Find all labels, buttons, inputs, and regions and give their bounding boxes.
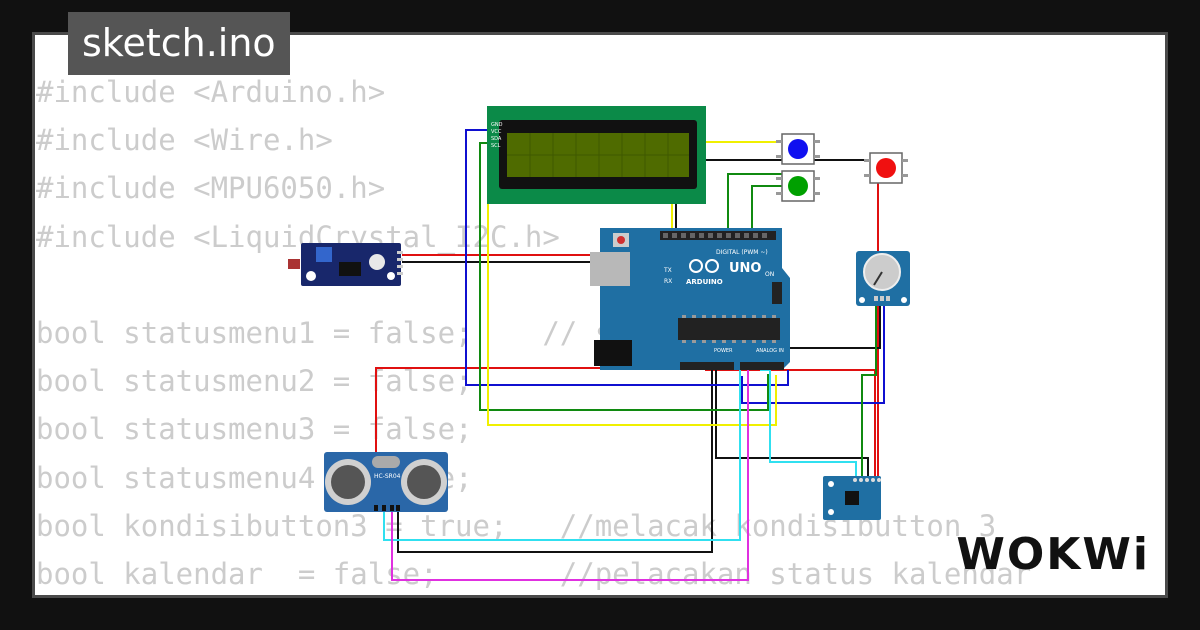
light-sensor-module[interactable] — [288, 243, 403, 286]
on-led-label: ON — [765, 271, 774, 278]
mpu-pins — [853, 478, 881, 482]
code-line: #include <Wire.h> — [36, 123, 333, 158]
wire-green[interactable] — [751, 185, 786, 228]
potentiometer[interactable] — [856, 251, 910, 306]
atmega-chip — [678, 318, 780, 340]
mpu6050-module[interactable] — [823, 476, 881, 520]
arduino-uno-board[interactable]: DIGITAL (PWM ~) UNO ARDUINO ON TX RX POW… — [590, 228, 790, 370]
ultrasonic-pins — [374, 505, 400, 511]
wire-blue[interactable] — [465, 129, 789, 386]
board-maker: ARDUINO — [686, 278, 723, 286]
analog-label: ANALOG IN — [756, 348, 784, 354]
mount-hole — [828, 509, 834, 515]
wire-black[interactable] — [397, 366, 713, 553]
wire-green[interactable] — [861, 300, 877, 478]
lcd-pin-label: VCC — [491, 129, 502, 135]
mount-hole — [901, 297, 907, 303]
ultrasonic-sensor[interactable]: HC-SR04 — [324, 452, 448, 512]
chip-pins — [682, 315, 776, 343]
lcd-pin-label: GND — [491, 122, 503, 128]
digital-header-pins — [663, 233, 767, 238]
ultrasonic-transducer-mesh — [407, 465, 441, 499]
icsp-header — [772, 282, 782, 304]
code-line: bool statusmenu3 = false; — [36, 412, 473, 447]
ldr-sensor — [288, 259, 300, 269]
file-tab[interactable]: sketch.ino — [68, 12, 290, 75]
sensor-lens — [369, 254, 385, 270]
digital-label: DIGITAL (PWM ~) — [716, 249, 768, 256]
wire-black[interactable] — [715, 300, 881, 478]
wire-green[interactable] — [727, 173, 786, 228]
push-button-blue[interactable] — [776, 133, 820, 165]
ultrasonic-label: HC-SR04 — [374, 473, 401, 480]
mpu-chip — [845, 491, 859, 505]
ultrasonic-transducer-mesh — [331, 465, 365, 499]
mount-hole — [828, 481, 834, 487]
push-button-red[interactable] — [864, 152, 908, 184]
mount-hole — [387, 272, 395, 280]
potentiometer-pins — [874, 296, 890, 301]
code-line: #include <Arduino.h> — [36, 75, 386, 109]
crystal-oscillator — [372, 456, 400, 468]
code-line: #include <MPU6050.h> — [36, 171, 386, 206]
mount-hole — [859, 297, 865, 303]
usb-connector — [590, 252, 630, 286]
wire-green[interactable] — [479, 142, 769, 411]
lcd-module[interactable]: GND VCC SDA SCL — [487, 106, 706, 204]
potentiometer-knob-indicator — [873, 271, 883, 286]
power-jack — [594, 340, 632, 366]
comparator-chip — [339, 262, 361, 276]
code-line: bool statusmenu2 = false; — [36, 364, 473, 399]
wokwi-logo: WOKWi — [956, 529, 1150, 580]
arduino-logo-icon — [689, 259, 703, 273]
wire-magenta[interactable] — [391, 360, 749, 581]
tx-led-label: TX — [663, 267, 672, 274]
lcd-pin-label: SDA — [491, 136, 502, 142]
board-brand: UNO — [729, 261, 762, 276]
rx-led-label: RX — [664, 278, 672, 285]
wire-black[interactable] — [402, 159, 865, 263]
power-header[interactable] — [680, 362, 734, 370]
lcd-character-grid — [507, 133, 689, 177]
sensor-header-pins — [397, 251, 403, 275]
trimmer-potentiometer[interactable] — [316, 247, 332, 262]
push-button-green[interactable] — [776, 170, 820, 202]
reset-button-cap — [617, 236, 625, 244]
arduino-logo-icon — [705, 259, 719, 273]
lcd-pin-label: SCL — [491, 143, 501, 149]
wire-blue[interactable] — [741, 300, 885, 404]
code-line: bool kalendar = false; //pelacakan statu… — [36, 556, 1032, 591]
power-label: POWER — [714, 348, 733, 354]
analog-header[interactable] — [740, 362, 784, 370]
lcd-pin-labels: GND VCC SDA SCL — [491, 122, 503, 149]
wire-cyan[interactable] — [383, 268, 741, 541]
mount-hole — [306, 271, 316, 281]
